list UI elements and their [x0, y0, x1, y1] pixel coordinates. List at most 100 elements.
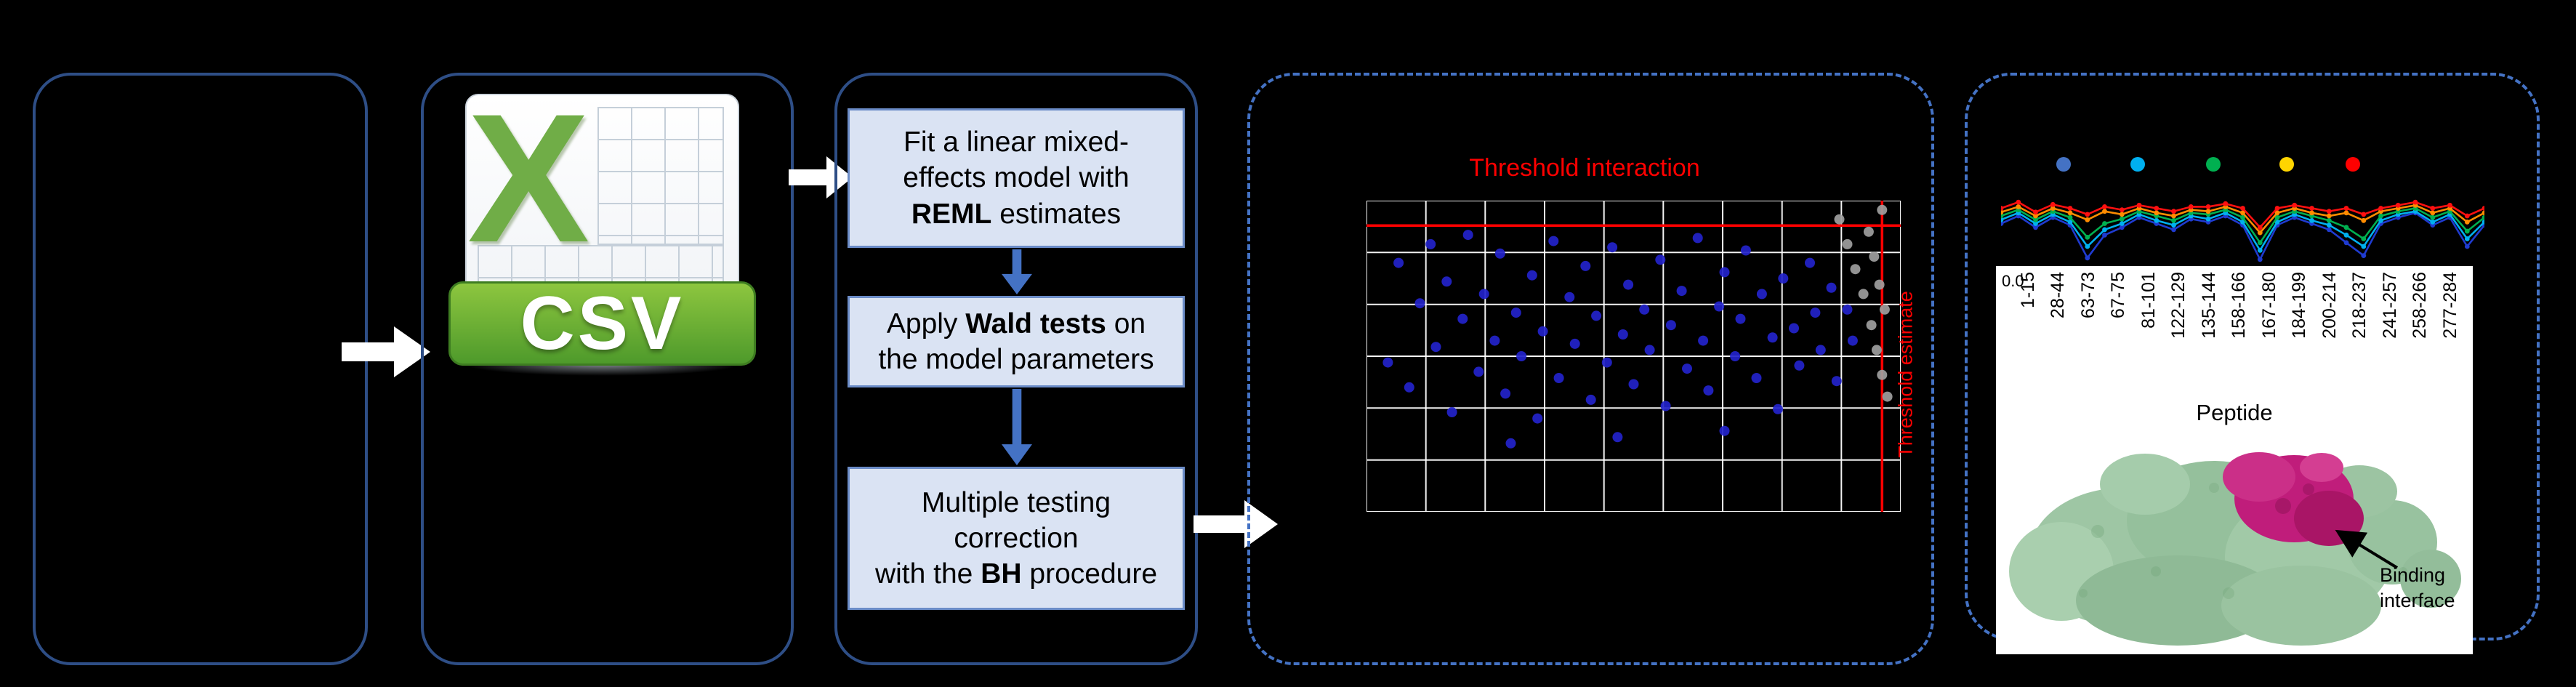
uptake-point: [2395, 202, 2401, 208]
scatter-point: [1628, 379, 1639, 390]
uptake-point: [2033, 217, 2038, 222]
uptake-point: [2016, 199, 2021, 205]
flow-arrow-right-icon: [1194, 500, 1278, 548]
scatter-point: [1505, 438, 1516, 449]
uptake-point: [2119, 225, 2125, 230]
scatter-point: [1756, 289, 1767, 300]
peptide-tick-label: 63-73: [2077, 272, 2098, 318]
uptake-point: [2240, 210, 2245, 216]
uptake-point: [2309, 217, 2314, 223]
uptake-point: [2361, 253, 2367, 258]
peptide-tick-label: 135-144: [2198, 272, 2219, 339]
scatter-point: [1500, 388, 1511, 399]
binding-site-surface: [2223, 452, 2364, 546]
scatter-point: [1404, 382, 1414, 393]
scatter-point: [1735, 313, 1746, 324]
scatter-point: [1815, 345, 1826, 355]
uptake-point: [2378, 213, 2383, 219]
uptake-point: [2257, 225, 2263, 230]
uptake-point: [2378, 206, 2383, 211]
uptake-point: [2033, 221, 2038, 226]
uptake-point: [2205, 204, 2211, 209]
scatter-point: [1473, 366, 1484, 377]
uptake-point: [2136, 202, 2142, 208]
scatter-point: [1553, 373, 1564, 383]
csv-file-icon: X CSV: [448, 76, 756, 378]
peptide-tick-label: 241-257: [2379, 272, 2400, 339]
legend-dot: [2279, 157, 2294, 172]
uptake-point: [2240, 206, 2245, 211]
spreadsheet-grid: [597, 107, 724, 245]
peptide-tick-label: 67-75: [2108, 272, 2128, 318]
uptake-point: [2050, 206, 2056, 211]
scatter-point: [1580, 260, 1591, 271]
uptake-point: [2257, 247, 2263, 253]
scatter-point: [1810, 308, 1821, 318]
uptake-point: [2257, 257, 2263, 262]
uptake-point: [2343, 240, 2349, 246]
uptake-point: [2119, 212, 2125, 217]
peptide-tick-label: 258-266: [2410, 272, 2430, 339]
uptake-point: [2171, 222, 2176, 228]
csv-banner: CSV: [448, 281, 756, 366]
uptake-point: [2016, 204, 2021, 209]
uptake-point: [2102, 227, 2107, 233]
uptake-point: [2430, 210, 2436, 216]
peptide-tick-label: 218-237: [2349, 272, 2370, 339]
scatter-point: [1703, 385, 1714, 396]
uptake-point: [2001, 206, 2004, 211]
uptake-point: [2361, 217, 2367, 223]
uptake-point: [2102, 209, 2107, 214]
scatter-point: [1866, 320, 1877, 331]
uptake-point: [2378, 217, 2383, 223]
scatter-point: [1877, 369, 1888, 380]
scatter-point: [1778, 273, 1789, 284]
scatter-point: [1564, 292, 1575, 302]
uptake-point: [2274, 206, 2280, 211]
uptake-point: [2033, 209, 2038, 215]
binding-interface-label: Binding interface: [2380, 564, 2455, 612]
scatter-point: [1623, 279, 1634, 290]
input-panel: [33, 73, 368, 665]
scatter-point: [1751, 373, 1762, 383]
scatter-point: [1773, 403, 1783, 414]
scatter-point: [1532, 413, 1543, 424]
uptake-point: [2085, 212, 2090, 217]
uptake-point: [2154, 217, 2160, 223]
uptake-point: [2205, 216, 2211, 222]
uptake-point: [2447, 202, 2452, 208]
uptake-point: [2205, 209, 2211, 214]
uptake-point: [2412, 199, 2418, 205]
scatter-point: [1794, 360, 1805, 371]
uptake-point: [2326, 227, 2332, 233]
step-arrow-down-icon: [1002, 389, 1032, 465]
uptake-point: [2482, 214, 2484, 220]
scatter-point: [1430, 342, 1441, 353]
excel-x-letter: X: [467, 76, 590, 281]
scatter-point: [1393, 257, 1404, 268]
uptake-point: [2343, 225, 2349, 230]
uptake-point: [2343, 210, 2349, 216]
uptake-point: [2240, 214, 2245, 220]
scatter-point: [1789, 323, 1799, 334]
legend-dot: [2056, 157, 2071, 172]
uptake-point: [2361, 212, 2367, 217]
scatter-point: [1665, 320, 1676, 331]
uptake-point: [2223, 201, 2229, 206]
step-wald-tests-text: Apply Wald tests on the model parameters: [878, 308, 1154, 375]
uptake-point: [2482, 210, 2484, 216]
scatter-point: [1879, 304, 1890, 315]
uptake-point: [2067, 214, 2073, 220]
peptide-tick-label: 81-101: [2138, 272, 2159, 329]
scatter-point: [1660, 401, 1671, 411]
scatter-point: [1842, 238, 1853, 249]
step-fit-model-text: Fit a linear mixed- effects model with R…: [903, 126, 1130, 230]
model-steps-panel: [834, 73, 1198, 665]
uptake-point: [2001, 209, 2004, 215]
uptake-point: [2482, 220, 2484, 225]
scatter-point: [1526, 270, 1537, 281]
scatter-point: [1714, 301, 1725, 312]
uptake-point: [2464, 228, 2470, 234]
